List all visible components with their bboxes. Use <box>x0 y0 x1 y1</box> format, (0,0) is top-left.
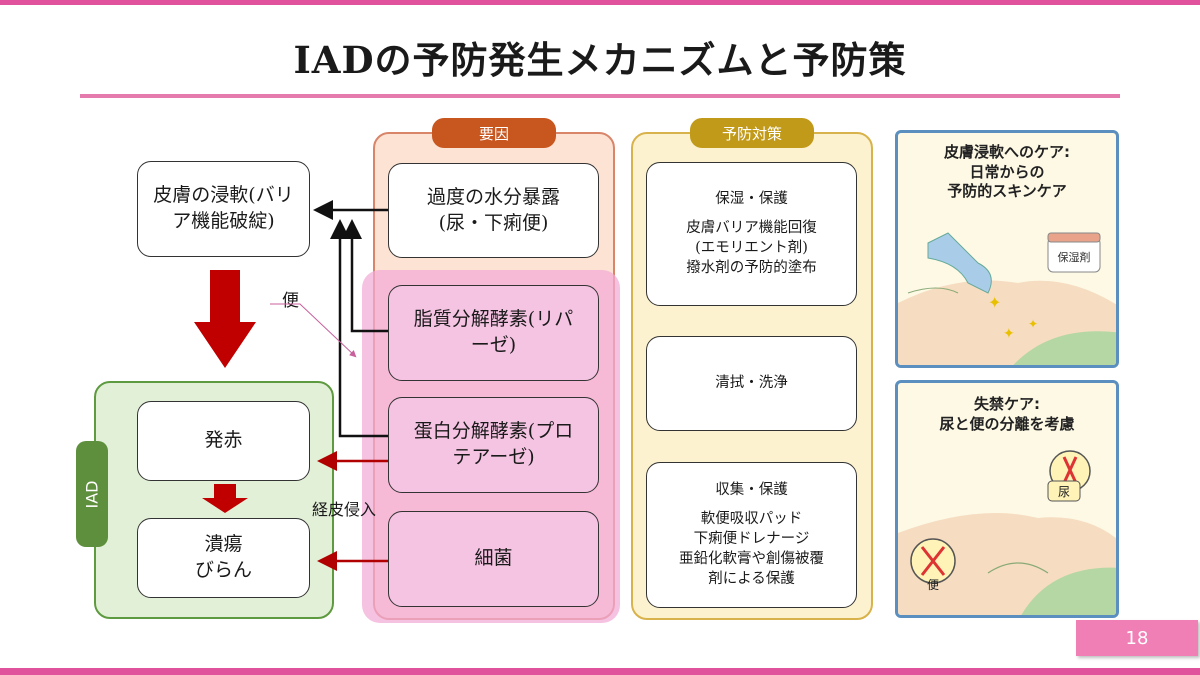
bacteria-box: 細菌 <box>388 511 599 607</box>
moisture-exposure-box: 過度の水分暴露(尿・下痢便) <box>388 163 599 258</box>
ulcer-box: 潰瘍 びらん <box>137 518 310 598</box>
incontinence-drawing: 尿 便 <box>898 450 1116 615</box>
redness-text: 発赤 <box>204 429 243 452</box>
prev3-line-1: 収集・保護 <box>715 482 788 499</box>
prev2-line-1: 清拭・洗浄 <box>715 375 788 392</box>
skin-care-illustration-title: 皮膚浸軟へのケア: 日常からの 予防的スキンケア <box>898 143 1116 202</box>
protease-text: 蛋白分解酵素(プロテアーゼ) <box>413 420 574 468</box>
lipase-text: 脂質分解酵素(リパーゼ) <box>413 308 574 356</box>
arrow-protease-to-maceration <box>330 219 388 438</box>
prev1-line-3: (エモリエント剤) <box>695 240 808 256</box>
bacteria-text: 細菌 <box>474 547 513 570</box>
moisture-exposure-text: 過度の水分暴露(尿・下痢便) <box>426 185 560 234</box>
skin-care-title-line-3: 予防的スキンケア <box>947 182 1067 200</box>
prevention-collect-box: 収集・保護 軟便吸収パッド 下痢便ドレナージ 亜鉛化軟膏や創傷被覆 剤による保護 <box>646 462 857 608</box>
lipase-box: 脂質分解酵素(リパーゼ) <box>388 285 599 381</box>
jar-label: 保湿剤 <box>1058 250 1091 264</box>
incontinence-title-line-1: 失禁ケア: <box>974 395 1040 413</box>
stool-icon-label: 便 <box>927 578 939 592</box>
svg-text:✦: ✦ <box>988 293 1001 312</box>
ulcer-text-2: びらん <box>194 559 252 581</box>
skin-care-illustration: 皮膚浸軟へのケア: 日常からの 予防的スキンケア 保湿剤 ✦ ✦ ✦ <box>895 130 1119 368</box>
prevention-header: 予防対策 <box>690 118 814 148</box>
incontinence-title-line-2: 尿と便の分離を考慮 <box>939 414 1075 433</box>
page-number: 18 <box>1076 620 1198 656</box>
redness-box: 発赤 <box>137 401 310 481</box>
top-accent-line <box>0 0 1200 5</box>
urine-label: 尿 <box>1058 485 1070 499</box>
skin-care-drawing: 保湿剤 ✦ ✦ ✦ <box>898 232 1116 365</box>
incontinence-illustration-title: 失禁ケア: 尿と便の分離を考慮 <box>898 395 1116 434</box>
iad-tab: IAD <box>76 441 108 547</box>
prev3-line-5: 剤による保護 <box>708 571 795 588</box>
progression-arrow-small <box>202 484 248 513</box>
skin-care-title-line-1: 皮膚浸軟へのケア: <box>944 143 1070 161</box>
prev3-line-4: 亜鉛化軟膏や創傷被覆 <box>679 551 824 568</box>
svg-text:✦: ✦ <box>1028 317 1038 331</box>
svg-text:✦: ✦ <box>1003 326 1015 342</box>
transdermal-label: 経皮侵入 <box>312 500 377 519</box>
skin-maceration-text: 皮膚の浸軟(バリア機能破綻) <box>153 184 294 232</box>
skin-care-title-line-2: 日常からの <box>969 162 1045 181</box>
progression-arrow-large <box>194 270 256 368</box>
protease-box: 蛋白分解酵素(プロテアーゼ) <box>388 397 599 493</box>
prevention-cleanse-box: 清拭・洗浄 <box>646 336 857 431</box>
incontinence-care-illustration: 失禁ケア: 尿と便の分離を考慮 尿 便 <box>895 380 1119 618</box>
prev3-line-3: 下痢便ドレナージ <box>693 530 810 547</box>
prev1-line-1: 保湿・保護 <box>715 191 788 208</box>
bottom-accent-line <box>0 668 1200 675</box>
prevention-moisturize-box: 保湿・保護 皮膚バリア機能回復 (エモリエント剤) 撥水剤の予防的塗布 <box>646 162 857 306</box>
arrow-lipase-to-maceration <box>342 219 388 333</box>
prev1-line-4: 撥水剤の予防的塗布 <box>686 260 817 277</box>
factors-header: 要因 <box>432 118 556 148</box>
page-title: IADの予防発生メカニズムと予防策 <box>293 38 907 82</box>
prev1-line-2: 皮膚バリア機能回復 <box>686 219 817 236</box>
prev3-line-2: 軟便吸収パッド <box>700 510 803 527</box>
skin-maceration-box: 皮膚の浸軟(バリア機能破綻) <box>137 161 310 257</box>
title-underline <box>80 94 1120 98</box>
stool-pointer <box>270 303 357 358</box>
stool-label: 便 <box>282 291 299 311</box>
ulcer-text-1: 潰瘍 <box>204 533 243 556</box>
